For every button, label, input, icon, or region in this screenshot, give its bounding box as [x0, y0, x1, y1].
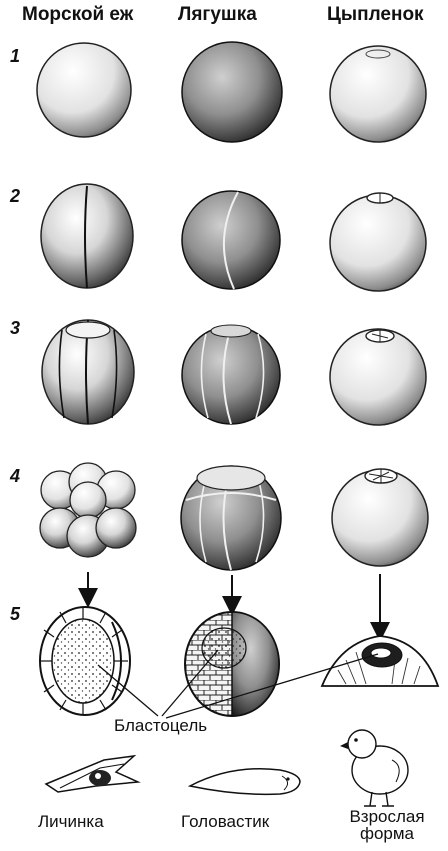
- sea-urchin-stage-3-four-cells: [42, 320, 134, 424]
- sea-urchin-larva-drawing: [46, 756, 138, 792]
- chick-stage-3-egg: [330, 329, 426, 425]
- chick-stage-2-egg: [330, 193, 426, 291]
- sea-urchin-stage-2-two-cells: [41, 184, 133, 288]
- caption-adult-form: Взрослая форма: [337, 808, 437, 842]
- frog-blastula: [185, 612, 279, 716]
- blastocoel-label: Бластоцель: [114, 716, 207, 736]
- sea-urchin-stage-4-eight-cells: [40, 463, 136, 557]
- caption-larva: Личинка: [38, 812, 104, 832]
- chick-blastodisc: [322, 636, 438, 686]
- frog-stage-3-four-cells: [182, 325, 280, 424]
- sea-urchin-blastula: [40, 607, 130, 715]
- chick-stage-4-egg: [332, 469, 428, 566]
- chick-drawing: [340, 730, 408, 806]
- frog-stage-1-egg: [182, 42, 282, 142]
- tadpole-drawing: [190, 769, 300, 795]
- frog-stage-4-eight-cells: [181, 466, 281, 570]
- chick-stage-1-egg: [330, 46, 426, 142]
- sea-urchin-stage-1-egg: [37, 43, 131, 137]
- frog-stage-2-two-cells: [182, 191, 280, 289]
- caption-tadpole: Головастик: [181, 812, 269, 832]
